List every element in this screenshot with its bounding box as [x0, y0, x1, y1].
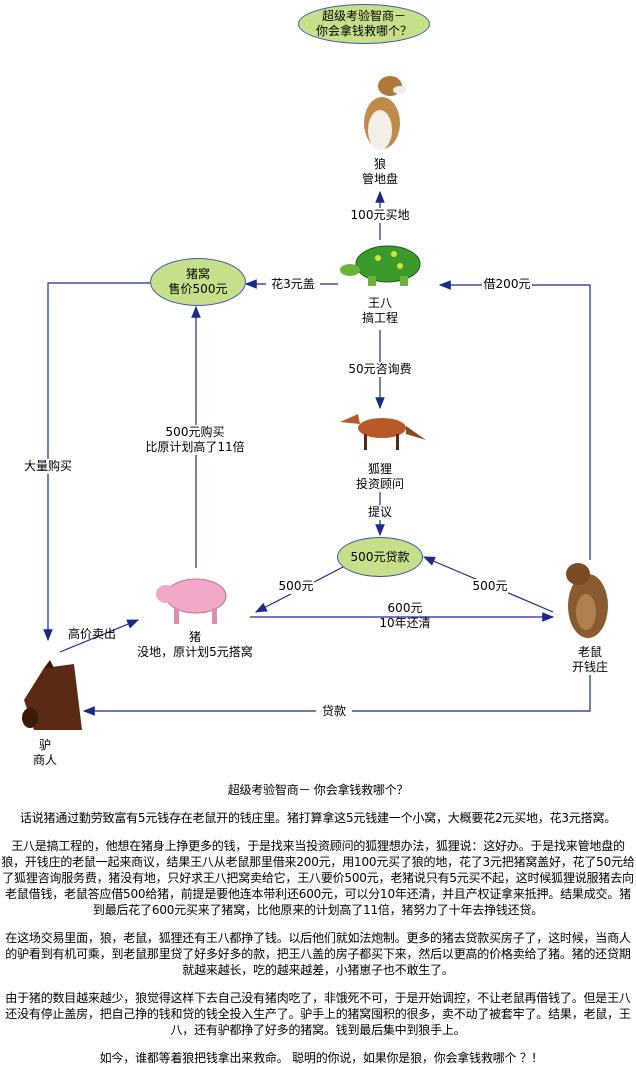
edge-borrow [438, 280, 591, 560]
edge-sell-high [59, 619, 140, 653]
edge-credit [82, 672, 591, 716]
story-heading: 超级考验智商－ 你会拿钱救哪个？ [227, 783, 409, 797]
edge-label-bulk-buy: 大量购买 [20, 459, 76, 474]
edge-bulk-buy [43, 282, 150, 642]
story-paragraph: 话说猪通过勤劳致富有5元钱存在老鼠开的钱庄里。猪打算拿这5元钱建一个小窝，大概要… [19, 811, 617, 825]
donkey-label: 驴商人 [20, 738, 70, 768]
turtle-image [340, 245, 421, 286]
pig-nest-ellipse: 猪窝售价500元 [150, 258, 246, 306]
edge-label-loan-left: 500元 [278, 579, 314, 594]
fox-label: 狐狸投资顾问 [345, 462, 415, 492]
story-paragraph: 王八是搞工程的，他想在猪身上挣更多的钱，于是找来当投资顾问的狐狸想办法，狐狸说：… [1, 839, 635, 917]
story-text: 超级考验智商－ 你会拿钱救哪个？ 话说猪通过勤劳致富有5元钱存在老鼠开的钱庄里。… [0, 782, 636, 1078]
edge-label-pig-buy: 500元购买比原计划高了11倍 [135, 425, 255, 455]
wolf-dog-image [364, 76, 407, 150]
edge-label-borrow: 借200元 [482, 277, 532, 292]
edge-label-buy-land: 100元买地 [350, 208, 410, 223]
title-line1: 超级考验智商－ [321, 9, 406, 23]
diagram-connectors [43, 190, 591, 716]
wolf-label: 狼管地盘 [350, 157, 410, 187]
edge-label-suggest: 提议 [360, 505, 400, 520]
edge-label-consult: 50元咨询费 [345, 362, 415, 377]
edge-label-sell-high: 高价卖出 [67, 627, 116, 641]
pig-image [156, 578, 227, 624]
edge-label-credit: 贷款 [316, 704, 352, 719]
title-ellipse: 超级考验智商－ 你会拿钱救哪个？ [298, 4, 430, 44]
title-line2: 你会拿钱救哪个？ [315, 24, 412, 38]
fox-image [340, 414, 426, 450]
story-paragraph: 如今，谁都等着狼把钱拿出来救命。 聪明的你说，如果你是狼，你会拿钱救哪个 ？! [99, 1051, 537, 1065]
rat-label: 老鼠开钱庄 [560, 645, 620, 675]
story-paragraph: 在这场交易里面，狼，老鼠，狐狸还有王八都挣了钱。以后他们就如法炮制。更多的猪去贷… [5, 931, 631, 977]
donkey-horse-image [22, 660, 82, 730]
edge-label-loan-right: 500元 [472, 579, 508, 594]
pig-label: 猪没地，原计划5元搭窝 [130, 630, 260, 660]
story-paragraph: 由于猪的数目越来越少，狼觉得这样下去自己没有猪肉吃了，非饿死不可，于是开始调控，… [5, 991, 631, 1037]
turtle-label: 王八搞工程 [350, 296, 410, 326]
rat-beaver-image [566, 563, 608, 638]
edge-label-build: 花3元盖 [266, 277, 320, 292]
loan-ellipse: 500元贷款 [337, 537, 423, 577]
